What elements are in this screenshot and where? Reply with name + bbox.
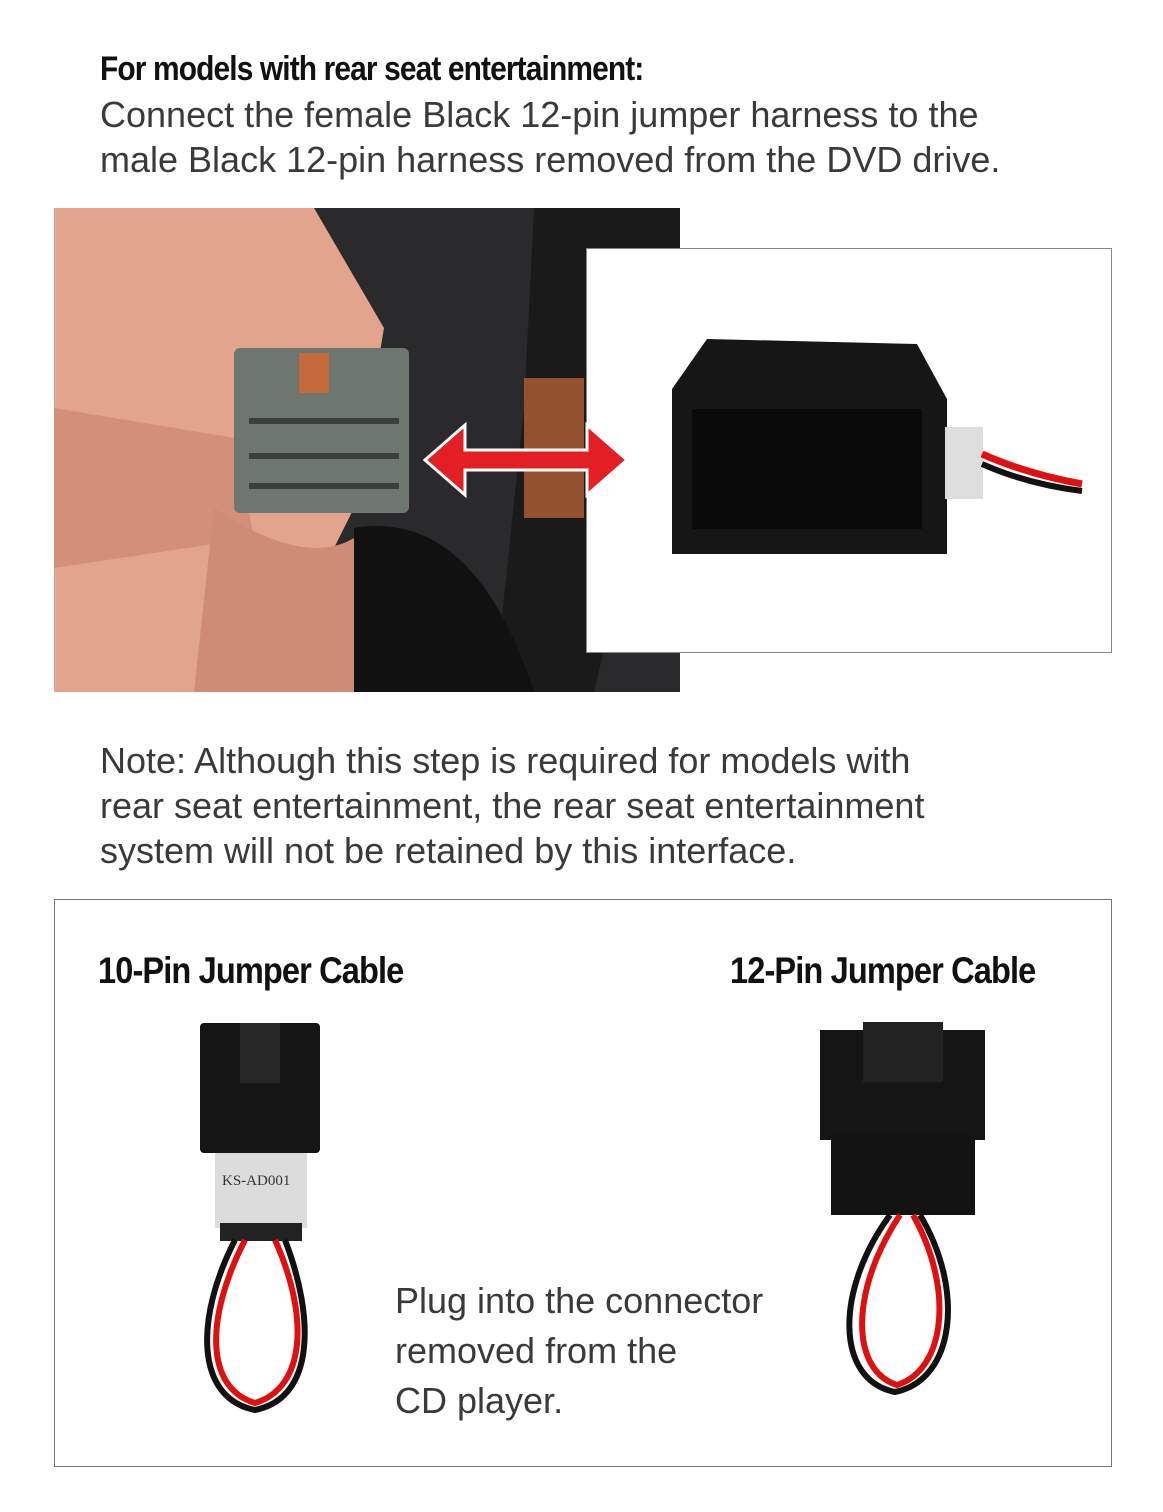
twelve-pin-title: 12-Pin Jumper Cable bbox=[730, 950, 1036, 991]
note-line-3: system will not be retained by this inte… bbox=[100, 830, 797, 871]
ten-pin-title: 10-Pin Jumper Cable bbox=[98, 950, 404, 991]
plug-instruction-line-3: CD player. bbox=[395, 1380, 564, 1421]
plug-instruction-line-2: removed from the bbox=[395, 1330, 678, 1371]
plug-instruction-line-1: Plug into the connector bbox=[395, 1280, 764, 1321]
instruction-line-2: male Black 12-pin harness removed from t… bbox=[100, 139, 1001, 180]
male-12pin-connector-image bbox=[672, 339, 1083, 554]
instruction-line-1: Connect the female Black 12-pin jumper h… bbox=[100, 94, 979, 135]
male-connector-inset bbox=[586, 248, 1112, 653]
note-line-2: rear seat entertainment, the rear seat e… bbox=[100, 785, 925, 826]
note-line-1: Note: Although this step is required for… bbox=[100, 740, 911, 781]
section-heading: For models with rear seat entertainment: bbox=[100, 50, 644, 88]
cable-part-label: KS-AD001 bbox=[222, 1173, 291, 1189]
double-arrow-icon bbox=[422, 421, 630, 499]
ten-pin-jumper-image bbox=[200, 1023, 320, 1414]
twelve-pin-jumper-image bbox=[820, 1022, 985, 1396]
jumper-cables-panel bbox=[54, 899, 1112, 1467]
